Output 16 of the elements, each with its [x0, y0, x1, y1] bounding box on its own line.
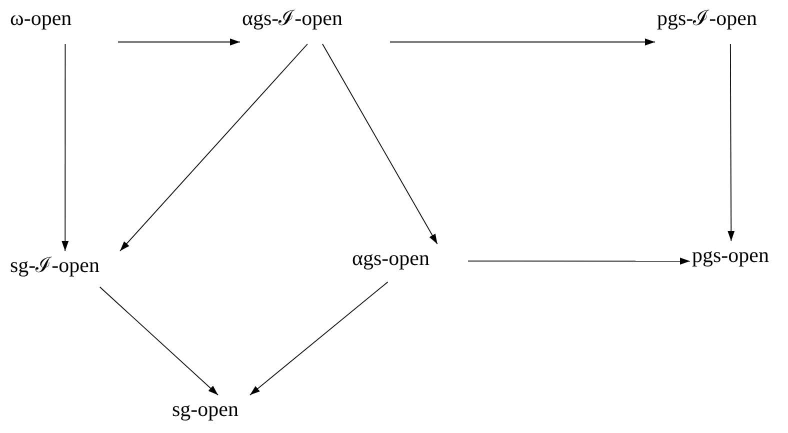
- arrow: [728, 44, 735, 242]
- arrow: [120, 44, 308, 252]
- node-label: sg-open: [172, 397, 238, 421]
- node-label: αgs-ℐ-open: [242, 6, 342, 30]
- arrow: [250, 282, 388, 396]
- node-label: sg-ℐ-open: [10, 253, 100, 277]
- arrow: [390, 38, 656, 46]
- arrow: [322, 44, 438, 244]
- arrow: [62, 44, 69, 252]
- node-label: αgs-open: [352, 246, 430, 270]
- arrow: [99, 286, 218, 396]
- arrow: [468, 258, 690, 265]
- node-label: ω-open: [10, 6, 72, 30]
- node-label: pgs-open: [692, 243, 769, 267]
- arrow: [118, 38, 240, 46]
- node-label: pgs-ℐ-open: [657, 6, 757, 30]
